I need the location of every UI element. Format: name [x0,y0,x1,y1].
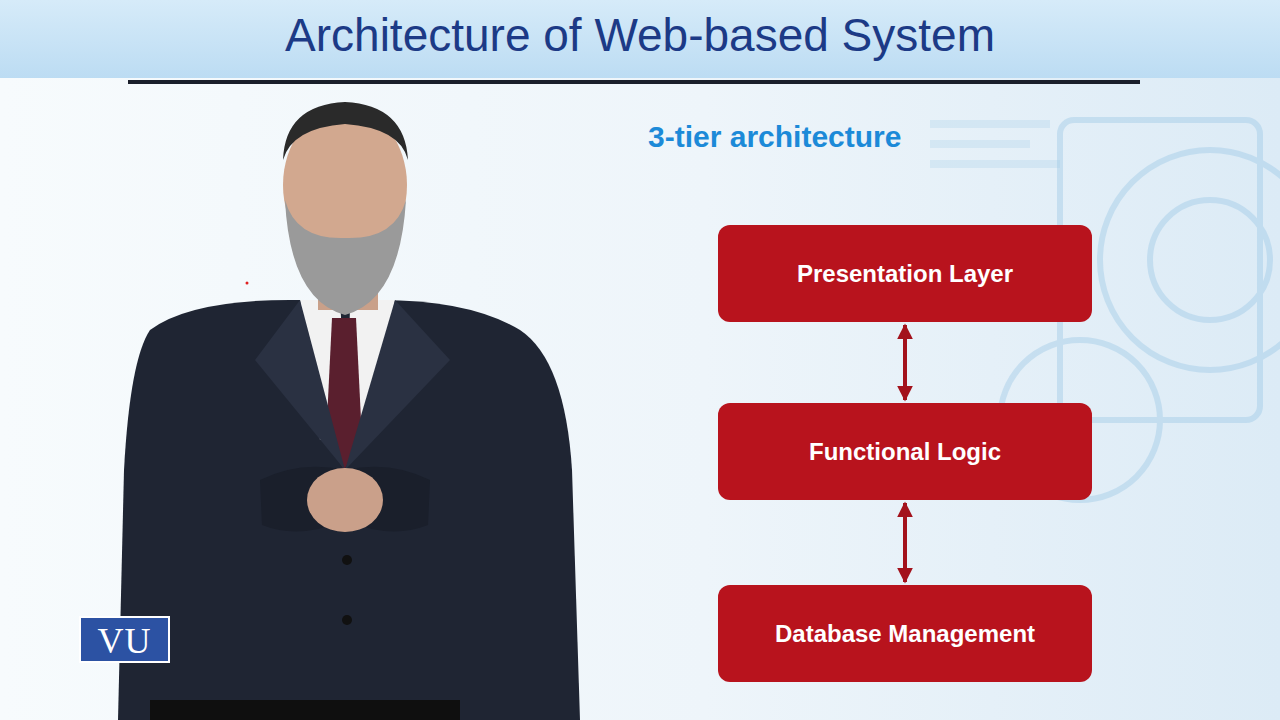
lectern [150,700,460,720]
layer-box: Presentation Layer [718,225,1092,322]
layer-label: Database Management [775,620,1035,648]
logo-box [80,617,169,662]
title-underline [128,80,1140,84]
double-arrow [903,503,907,582]
deco-line [930,160,1060,168]
layer-box: Database Management [718,585,1092,682]
slide-title: Architecture of Web-based System [0,8,1280,62]
layer-label: Functional Logic [809,438,1001,466]
deco-line [930,140,1030,148]
layer-box: Functional Logic [718,403,1092,500]
subtitle: 3-tier architecture [648,120,901,154]
dot [246,282,249,285]
deco-line [930,120,1050,128]
presenter [118,102,580,720]
layer-label: Presentation Layer [797,260,1013,288]
deco-circle [1150,200,1270,320]
double-arrow [903,325,907,400]
logo-text: VU [98,620,152,662]
deco-circle [1100,150,1280,370]
